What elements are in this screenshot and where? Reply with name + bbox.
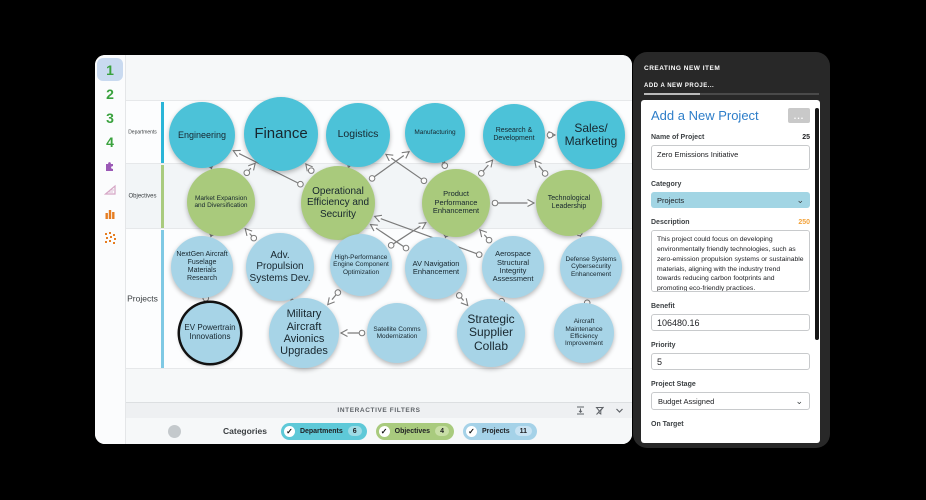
checkmark-icon: ✓: [465, 425, 477, 437]
node-rnd[interactable]: Research & Development: [483, 104, 545, 166]
filters-header: INTERACTIVE FILTERS: [126, 402, 632, 418]
tab-add-new-project[interactable]: ADD A NEW PROJE...: [644, 83, 715, 89]
project-stage-value: Budget Assigned: [658, 396, 715, 406]
category-chips: ✓ Departments 6 ✓ Objectives 4 ✓ Projects 11: [280, 422, 537, 440]
form-menu-button[interactable]: ...: [788, 108, 810, 123]
row-color-bar: [161, 102, 164, 164]
chip-label: Projects: [481, 427, 510, 435]
page-toolbar: 1 2 3 4: [95, 55, 126, 444]
description-input[interactable]: This project could focus on developing e…: [651, 230, 810, 292]
priority-input[interactable]: [651, 353, 810, 370]
chip-count-badge: 11: [514, 426, 532, 436]
row-label-projects: Projects: [127, 293, 158, 304]
collapse-rows-icon[interactable]: [576, 406, 585, 415]
node-product[interactable]: Product Performance Enhancement: [422, 169, 490, 237]
chip-count-badge: 6: [347, 426, 362, 436]
bar-chart-icon[interactable]: [97, 202, 123, 225]
project-stage-select[interactable]: Budget Assigned ⌄: [651, 392, 810, 410]
add-project-form: Add a New Project ... Name of Project 25…: [641, 100, 820, 443]
filter-chip-objectives[interactable]: ✓ Objectives 4: [375, 422, 454, 440]
clear-filters-icon[interactable]: [595, 406, 605, 416]
node-sales[interactable]: Sales/ Marketing: [557, 101, 625, 169]
puzzle-icon[interactable]: [97, 154, 123, 177]
category-value: Projects: [657, 195, 685, 205]
node-advprop[interactable]: Adv. Propulsion Systems Dev.: [246, 233, 314, 301]
node-finance[interactable]: Finance: [244, 97, 318, 171]
row-label-objectives: Objectives: [128, 193, 157, 200]
chevron-down-icon: ⌄: [796, 194, 804, 205]
on-target-label: On Target: [651, 421, 684, 428]
description-label: Description: [651, 219, 690, 226]
collapse-panel-icon[interactable]: [615, 406, 624, 415]
project-stage-label: Project Stage: [651, 381, 696, 388]
node-aerospace[interactable]: Aerospace Structural Integrity Assessmen…: [482, 236, 544, 298]
tab-indicator: [644, 93, 819, 95]
node-nextgen[interactable]: NextGen Aircraft Fuselage Materials Rese…: [171, 236, 233, 298]
chip-count-badge: 4: [435, 426, 449, 436]
name-input[interactable]: Zero Emissions Initiative: [651, 145, 810, 170]
node-military[interactable]: Military Aircraft Avionics Upgrades: [269, 298, 339, 368]
checkmark-icon: ✓: [378, 425, 390, 437]
toolbar-page-4[interactable]: 4: [106, 133, 114, 150]
panel-header: CREATING NEW ITEM: [644, 65, 721, 72]
interactive-filters-panel: INTERACTIVE FILTERS Categories: [126, 402, 632, 444]
chip-label: Departments: [299, 427, 343, 435]
creating-new-item-panel: CREATING NEW ITEM ADD A NEW PROJE... Add…: [633, 52, 830, 448]
node-evpower[interactable]: EV Powertrain Innovations: [180, 303, 240, 363]
filters-body: Categories ✓ Departments 6 ✓ Objectives 4 ✓ Pro…: [126, 418, 632, 444]
chip-label: Objectives: [394, 427, 431, 435]
chevron-down-icon: ⌄: [795, 395, 803, 406]
priority-label: Priority: [651, 342, 676, 349]
description-counter: 250: [798, 219, 810, 226]
scatter-chart-icon[interactable]: [97, 226, 123, 249]
toolbar-page-2[interactable]: 2: [106, 85, 114, 102]
checkmark-icon: ✓: [283, 425, 295, 437]
ramp-chart-icon[interactable]: [97, 178, 123, 201]
filter-chip-projects[interactable]: ✓ Projects 11: [462, 422, 537, 440]
node-satellite[interactable]: Satellite Comms Modernization: [367, 303, 427, 363]
form-title: Add a New Project: [651, 108, 759, 123]
node-logistics[interactable]: Logistics: [326, 103, 390, 167]
row-label-departments: Departments: [128, 128, 157, 135]
edges-layer: [201, 131, 591, 337]
node-defense[interactable]: Defense Systems Cybersecurity Enhancemen…: [560, 236, 622, 298]
filters-radio[interactable]: [168, 424, 181, 438]
benefit-label: Benefit: [651, 303, 675, 310]
form-scrollbar[interactable]: [815, 108, 819, 340]
node-engineering[interactable]: Engineering: [169, 102, 235, 168]
category-select[interactable]: Projects ⌄: [651, 192, 810, 208]
filters-title: INTERACTIVE FILTERS: [337, 407, 421, 414]
categories-label: Categories: [223, 426, 267, 436]
node-opeff[interactable]: Operational Efficiency and Security: [301, 166, 375, 240]
row-color-bar: [161, 165, 164, 229]
node-strategic[interactable]: Strategic Supplier Collab: [457, 299, 525, 367]
node-market[interactable]: Market Expansion and Diversification: [187, 168, 255, 236]
toolbar-page-3[interactable]: 3: [106, 109, 114, 126]
toolbar-page-1[interactable]: 1: [97, 58, 123, 81]
node-highperf[interactable]: High-Performance Engine Component Optimi…: [330, 234, 392, 296]
filter-chip-departments[interactable]: ✓ Departments 6: [280, 422, 367, 440]
node-manufacturing[interactable]: Manufacturing: [405, 103, 465, 163]
name-counter: 25: [802, 134, 810, 141]
benefit-input[interactable]: [651, 314, 810, 331]
category-label: Category: [651, 181, 682, 188]
row-color-bar: [161, 230, 164, 369]
node-aircraftmaint[interactable]: Aircraft Maintenance Efficiency Improvem…: [554, 303, 614, 363]
name-label: Name of Project: [651, 134, 705, 141]
node-tech[interactable]: Technological Leadership: [536, 170, 602, 236]
node-avnav[interactable]: AV Navigation Enhancement: [405, 237, 467, 299]
